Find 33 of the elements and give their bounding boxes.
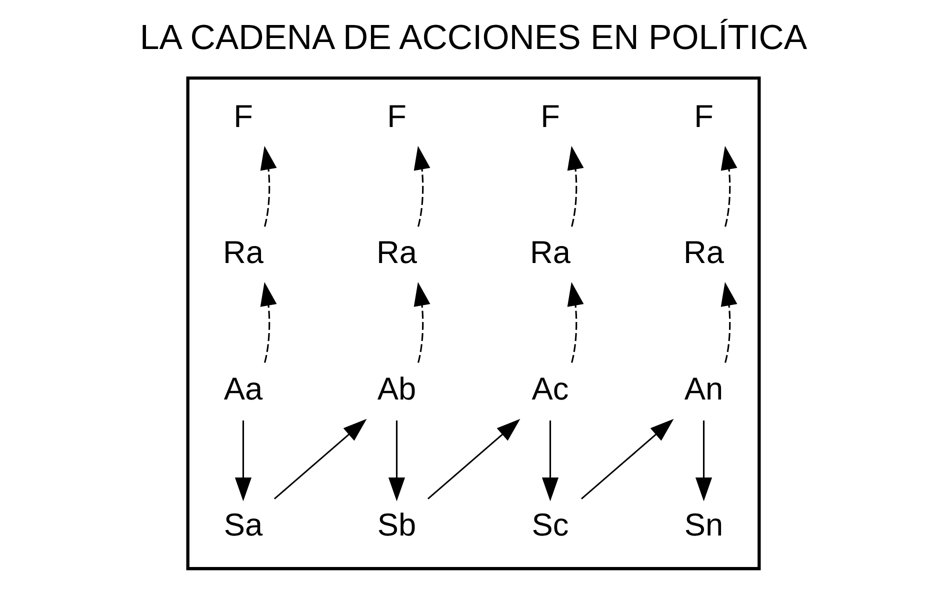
arrow (567, 146, 584, 227)
arrow (260, 146, 277, 227)
arrow (542, 420, 559, 502)
arrow (414, 282, 430, 363)
arrow (388, 420, 406, 502)
node-text: F (694, 98, 714, 134)
node-text: Sc (532, 506, 569, 542)
arrow (234, 420, 252, 502)
node-text: An (684, 370, 724, 406)
node-text: Ra (684, 234, 724, 270)
cluster (186, 76, 761, 570)
diagram-title: LA CADENA DE ACCIONES EN POLÍTICA (140, 18, 808, 57)
arrow (720, 146, 738, 227)
node-text: Sb (377, 506, 416, 542)
arrow (274, 418, 367, 500)
node-text: Ra (223, 234, 264, 270)
node-text: Aa (224, 370, 263, 406)
arrow (567, 282, 584, 363)
node-text: Ra (530, 234, 570, 270)
node-text: Ra (376, 234, 417, 270)
node-text: Sn (684, 506, 724, 542)
node-text: Sa (224, 506, 263, 542)
node-text: F (387, 98, 406, 134)
arrow (695, 420, 712, 502)
arrow (720, 282, 738, 363)
arrow (414, 146, 430, 227)
node-text: Ac (532, 370, 569, 406)
node-text: F (234, 98, 253, 134)
arrow (260, 282, 277, 363)
node-text: Ab (377, 370, 416, 406)
arrow (427, 418, 520, 500)
node-text: F (540, 98, 560, 134)
arrow (580, 418, 674, 500)
